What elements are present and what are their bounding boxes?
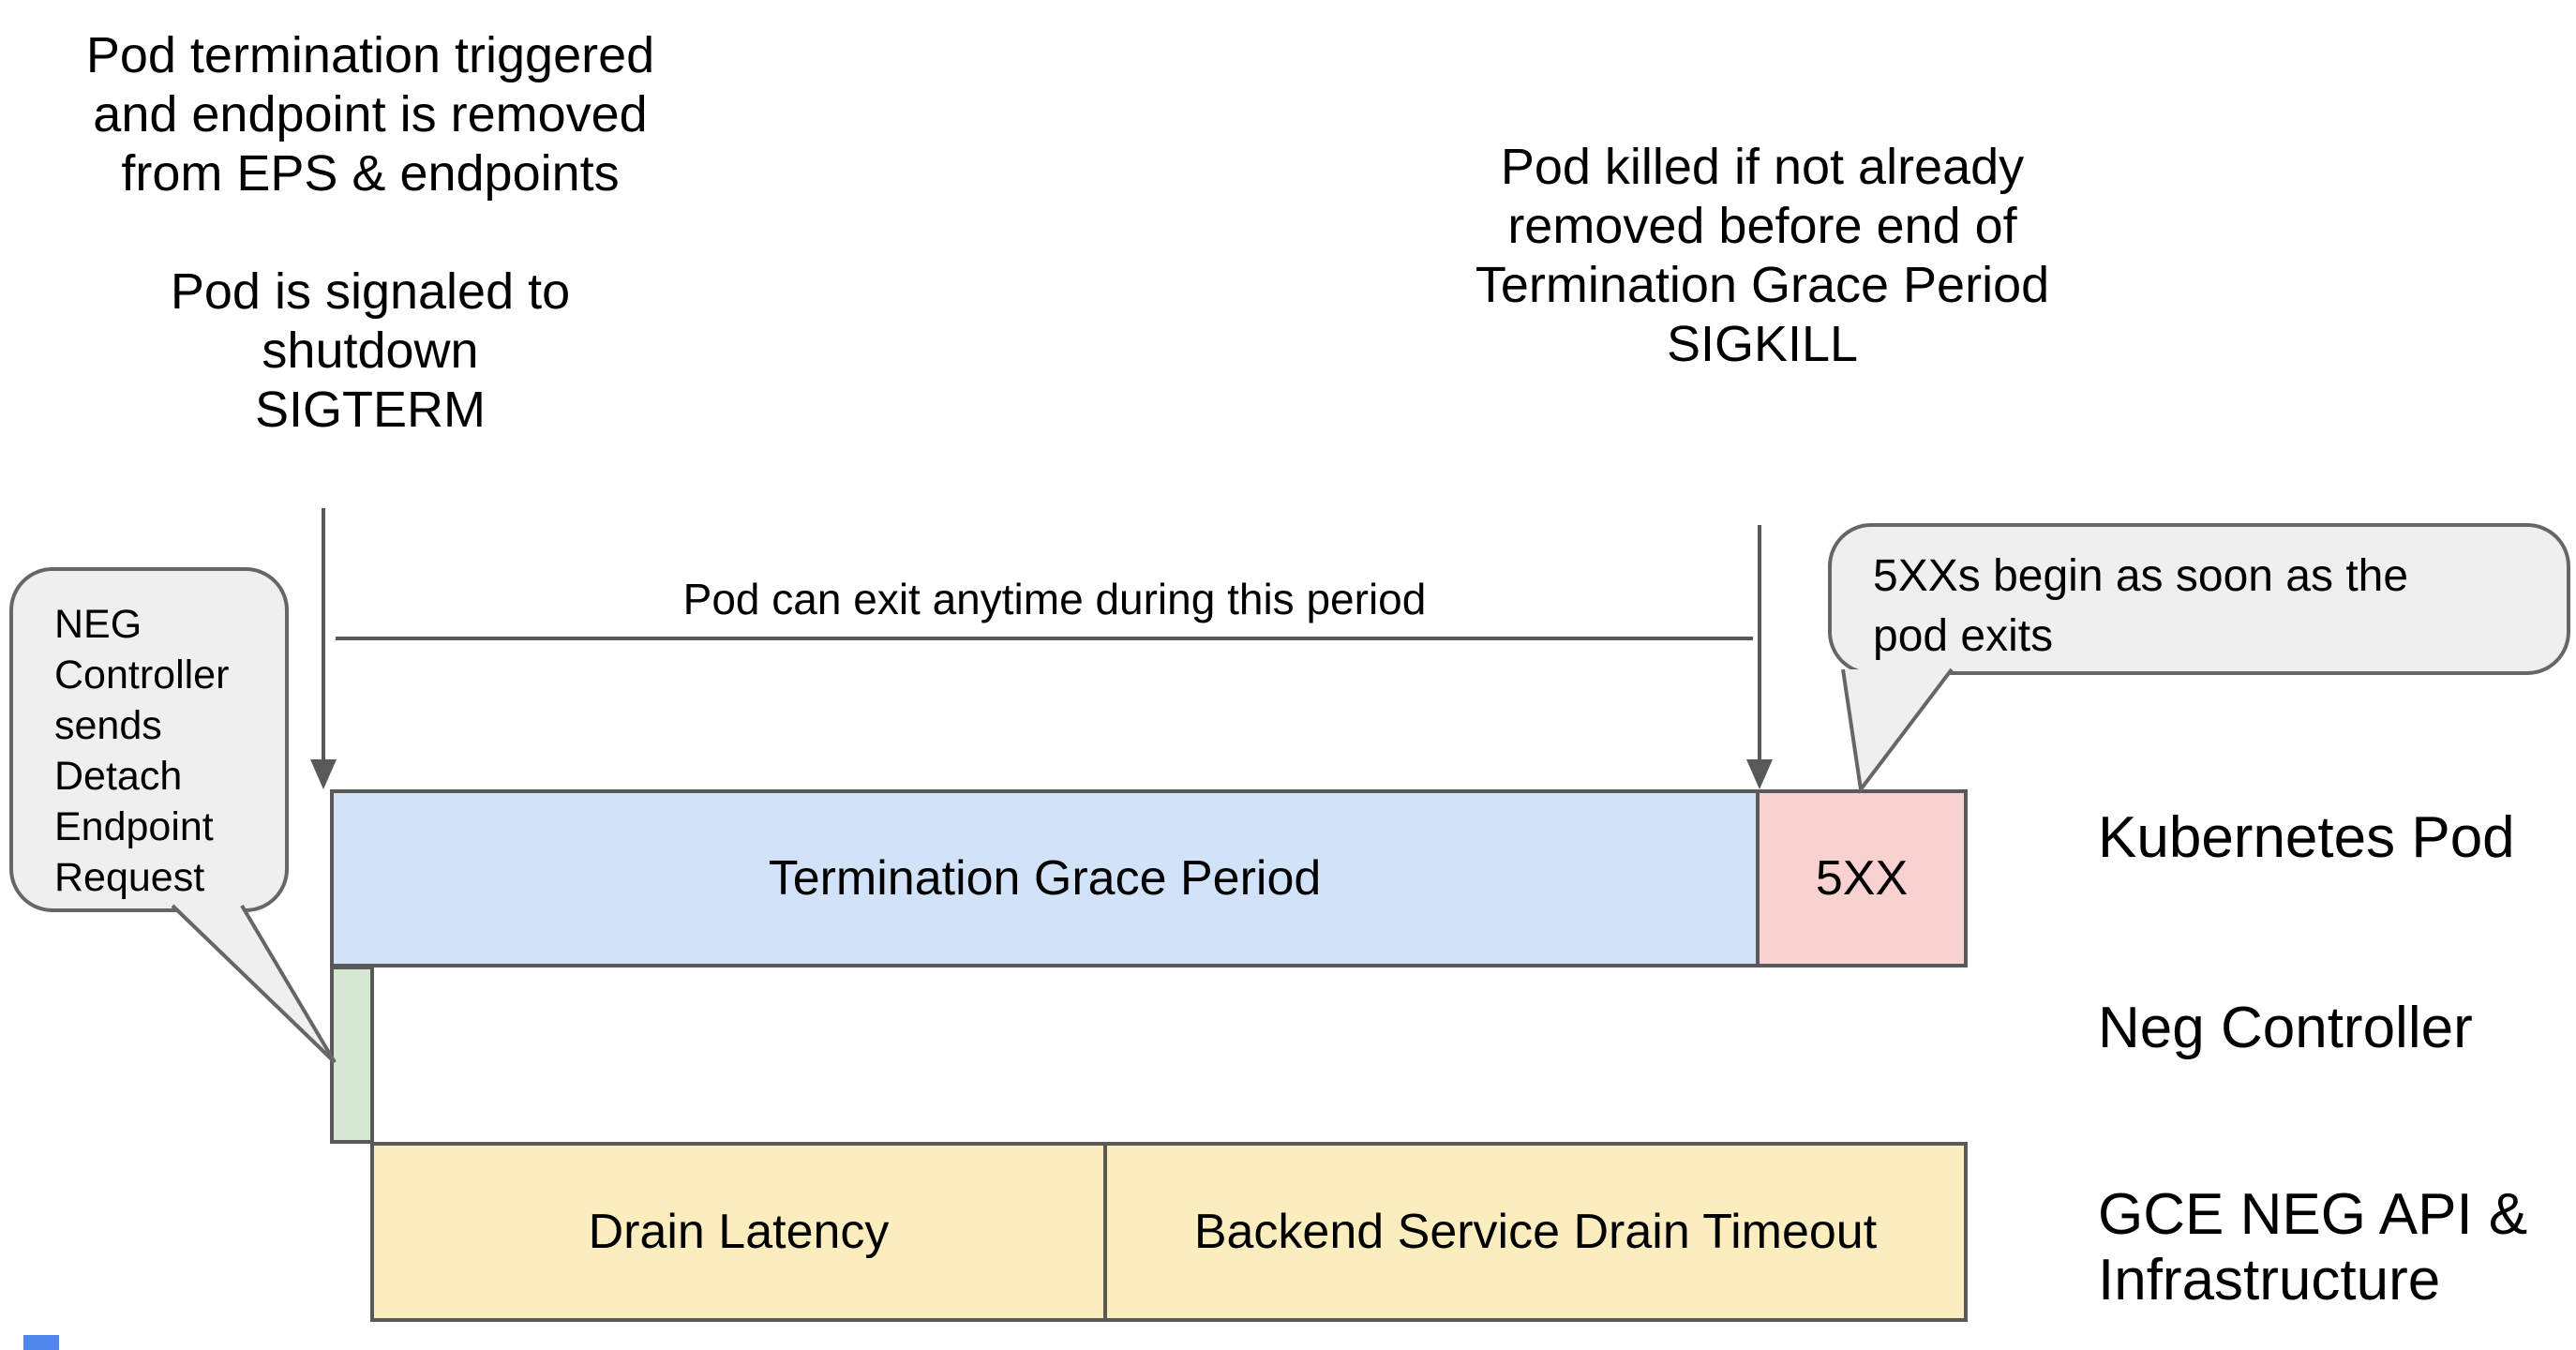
callout-line: Controller bbox=[54, 652, 230, 698]
row-label-kubernetes-pod: Kubernetes Pod bbox=[2098, 805, 2515, 870]
artifact-blue-square bbox=[23, 1335, 59, 1350]
segment-5xx: 5XX bbox=[1760, 793, 1964, 964]
callout-5xx: 5XXs begin as soon as the pod exits bbox=[1828, 523, 2570, 675]
callout-line: Request bbox=[54, 855, 205, 900]
callout-line: Endpoint bbox=[54, 804, 214, 849]
row-label-gce: GCE NEG API & Infrastructure bbox=[2098, 1182, 2527, 1313]
note-line: SIGTERM bbox=[254, 382, 486, 438]
callout-5xx-tail bbox=[1841, 668, 1954, 795]
row-label-line: Infrastructure bbox=[2098, 1248, 2441, 1312]
callout-line: Detach bbox=[54, 754, 183, 799]
callout-neg-controller-tail bbox=[171, 904, 337, 1064]
segment-label: Termination Grace Period bbox=[768, 851, 1322, 906]
callout-line: 5XXs begin as soon as the bbox=[1873, 551, 2409, 601]
bar-neg-controller-detach bbox=[330, 966, 374, 1144]
callout-line: NEG bbox=[54, 602, 142, 647]
segment-backend-service-drain-timeout: Backend Service Drain Timeout bbox=[1107, 1146, 1964, 1318]
segment-label: Backend Service Drain Timeout bbox=[1193, 1205, 1878, 1259]
sigkill-arrowhead-icon bbox=[1746, 759, 1773, 789]
bar-gce-drain: Drain Latency Backend Service Drain Time… bbox=[370, 1142, 1968, 1322]
callout-line: pod exits bbox=[1873, 611, 2054, 661]
row-label-neg-controller: Neg Controller bbox=[2098, 996, 2473, 1060]
note-line: SIGKILL bbox=[1666, 316, 1859, 372]
note-line: and endpoint is removed bbox=[93, 86, 648, 142]
segment-label: 5XX bbox=[1815, 851, 1909, 906]
segment-drain-latency: Drain Latency bbox=[374, 1146, 1107, 1318]
segment-label: Drain Latency bbox=[588, 1205, 890, 1259]
segment-termination-grace-period: Termination Grace Period bbox=[334, 793, 1760, 964]
note-pod-termination: Pod termination triggered and endpoint i… bbox=[70, 26, 670, 440]
note-pod-killed: Pod killed if not already removed before… bbox=[1462, 138, 2062, 374]
note-line: Pod termination triggered bbox=[85, 27, 655, 83]
note-line-blank bbox=[70, 203, 670, 262]
sigterm-arrowhead-icon bbox=[310, 759, 337, 789]
callout-neg-controller: NEG Controller sends Detach Endpoint Req… bbox=[9, 567, 289, 912]
row-label-line: GCE NEG API & bbox=[2098, 1182, 2528, 1247]
exit-period-label: Pod can exit anytime during this period bbox=[682, 575, 1427, 623]
note-line: removed before end of bbox=[1507, 198, 2017, 254]
note-line: Pod is signaled to shutdown bbox=[170, 263, 571, 379]
bar-kubernetes-pod: Termination Grace Period 5XX bbox=[330, 789, 1968, 968]
note-line: Pod killed if not already bbox=[1500, 139, 2025, 195]
callout-line: sends bbox=[54, 703, 162, 748]
note-line: from EPS & endpoints bbox=[121, 145, 620, 202]
note-line: Termination Grace Period bbox=[1475, 257, 2050, 313]
